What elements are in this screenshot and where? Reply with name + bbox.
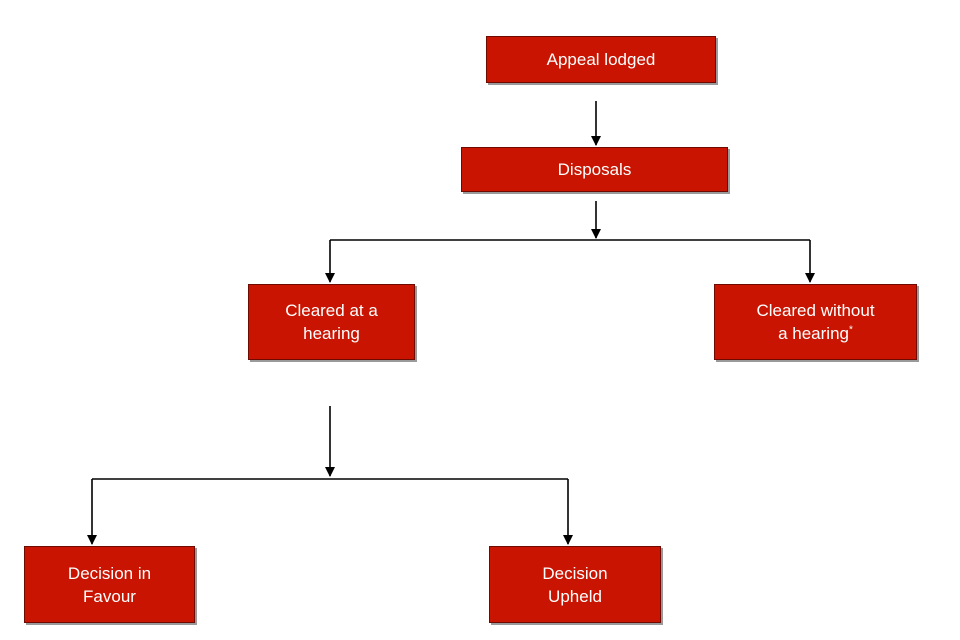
node-cleared-without-hearing-label: Cleared without a hearing <box>756 301 875 343</box>
node-decision-upheld: Decision Upheld <box>489 546 661 623</box>
footnote-marker: * <box>848 324 853 336</box>
node-appeal-lodged: Appeal lodged <box>486 36 716 83</box>
node-decision-in-favour: Decision in Favour <box>24 546 195 623</box>
node-cleared-at-hearing: Cleared at a hearing <box>248 284 415 360</box>
node-disposals: Disposals <box>461 147 728 192</box>
node-cleared-at-hearing-label: Cleared at a hearing <box>285 301 378 343</box>
node-appeal-lodged-label: Appeal lodged <box>546 50 656 69</box>
node-decision-upheld-label: Decision Upheld <box>542 563 608 606</box>
node-cleared-without-hearing: Cleared without a hearing* <box>714 284 917 360</box>
node-disposals-label: Disposals <box>557 160 632 179</box>
node-decision-in-favour-label: Decision in Favour <box>67 563 152 606</box>
node-cleared-without-hearing-label-wrap: Cleared without a hearing* <box>756 299 874 345</box>
